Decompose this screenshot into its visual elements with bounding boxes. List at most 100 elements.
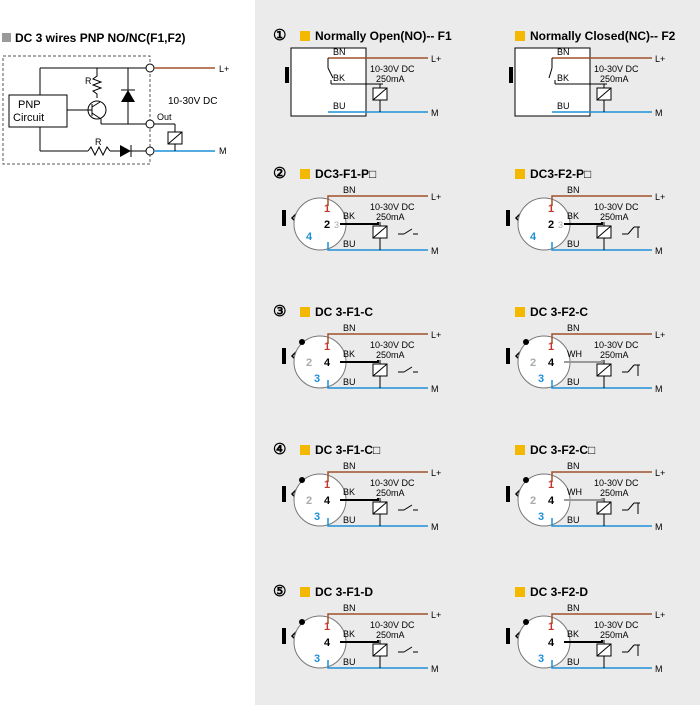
voltage-label: 10-30V DC [594,202,639,212]
pin-label: 3 [314,373,320,385]
current-label: 250mA [376,488,405,498]
diagram-title-3-f2: DC 3-F2-C [530,305,589,319]
square-bullet-icon [2,33,11,42]
pin-label: 2 [324,219,330,231]
pin-label: 4 [548,495,555,507]
voltage-label: 10-30V DC [594,620,639,630]
diagram-title-2-f1: DC3-F1-P□ [315,167,377,181]
sensor-icon [282,210,286,226]
bn-label: BN [333,47,346,57]
section-number-4: ④ [273,441,287,458]
out-label: Out [157,112,172,122]
bk-wire [340,222,379,225]
m-label: M [655,664,663,674]
bu-label: BU [343,377,356,387]
bn-label: BN [567,185,580,195]
bu-label: BU [343,515,356,525]
bu-label: BU [567,515,580,525]
current-label: 250mA [600,488,629,498]
pin-label: 1 [548,621,554,633]
sensor-icon [506,210,510,226]
pin-label: 4 [324,495,331,507]
bu-label: BU [343,657,356,667]
lplus-label: L+ [219,64,229,74]
bn-label: BN [343,323,356,333]
lplus-label: L+ [655,54,665,64]
contact-symbol [627,364,635,373]
section-number-5: ⑤ [273,583,287,600]
pin-label: 4 [306,231,313,243]
pin-label: 1 [324,621,330,633]
bu-label: BU [567,239,580,249]
diode-symbol [120,145,131,157]
bk-label: WH [567,487,582,497]
current-label: 250mA [600,630,629,640]
bk-label: BK [343,487,355,497]
bk-label: BK [333,73,345,83]
load-relay-symbol [596,225,612,239]
left-panel-title: DC 3 wires PNP NO/NC(F1,F2) [2,31,185,45]
bu-wire [327,518,428,527]
section-number-2: ② [273,165,287,182]
sensor-icon [509,67,513,83]
bn-label: BN [343,461,356,471]
pin-label: 2 [530,357,536,369]
pin-label: 1 [324,341,330,353]
zener-diode-symbol [121,90,135,102]
bn-wire [551,471,652,482]
current-label: 250mA [376,350,405,360]
connector-key [523,477,529,483]
voltage-label: 10-30V DC [594,64,639,74]
diagram-title-1-f1: Normally Open(NO)-- F1 [315,29,452,43]
sensor-icon [282,486,286,502]
pin-label: 1 [324,203,330,215]
pin-label: 3 [538,511,544,523]
pin-label: 2 [548,219,554,231]
bn-label: BN [557,47,570,57]
load-relay-symbol [372,87,388,101]
voltage-label: 10-30V DC [370,64,415,74]
pin-label: 1 [548,203,554,215]
diagram-title-5-f2: DC 3-F2-D [530,585,589,599]
lplus-label: L+ [431,192,441,202]
resistor-top-label: R [85,76,92,86]
square-bullet-icon [515,307,525,317]
bu-label: BU [557,101,570,111]
pnp-schematic: PNP Circuit R R 10-30V DC Out L+ M [2,55,229,165]
switch-contact [548,67,553,79]
square-bullet-icon [515,587,525,597]
bn-wire [327,195,428,206]
lplus-label: L+ [655,192,665,202]
pin-label: 4 [548,357,555,369]
current-label: 250mA [376,74,405,84]
bn-label: BN [567,461,580,471]
bu-label: BU [333,101,346,111]
m-label: M [431,522,439,532]
bu-label: BU [343,239,356,249]
current-label: 250mA [376,212,405,222]
voltage-label: 10-30V DC [594,340,639,350]
load-relay-symbol [372,501,388,515]
left-panel: DC 3 wires PNP NO/NC(F1,F2) [0,0,255,710]
bu-wire [327,660,428,669]
diagram-title-4-f2: DC 3-F2-C□ [530,443,596,457]
contact-symbol [627,644,635,653]
m-label: M [431,108,439,118]
current-label: 250mA [600,74,629,84]
bk-label: BK [567,629,579,639]
pin-label: 1 [548,479,554,491]
diagram-title-2-f2: DC3-F2-P□ [530,167,592,181]
bn-label: BN [343,603,356,613]
pin-label: 1 [548,341,554,353]
bn-label: BN [567,323,580,333]
connector-key [523,619,529,625]
section-number-1: ① [273,27,287,44]
pin-label: 3 [314,653,320,665]
current-label: 250mA [600,212,629,222]
bk-wire [340,498,379,501]
square-bullet-icon [515,445,525,455]
pin-label: 4 [530,231,537,243]
